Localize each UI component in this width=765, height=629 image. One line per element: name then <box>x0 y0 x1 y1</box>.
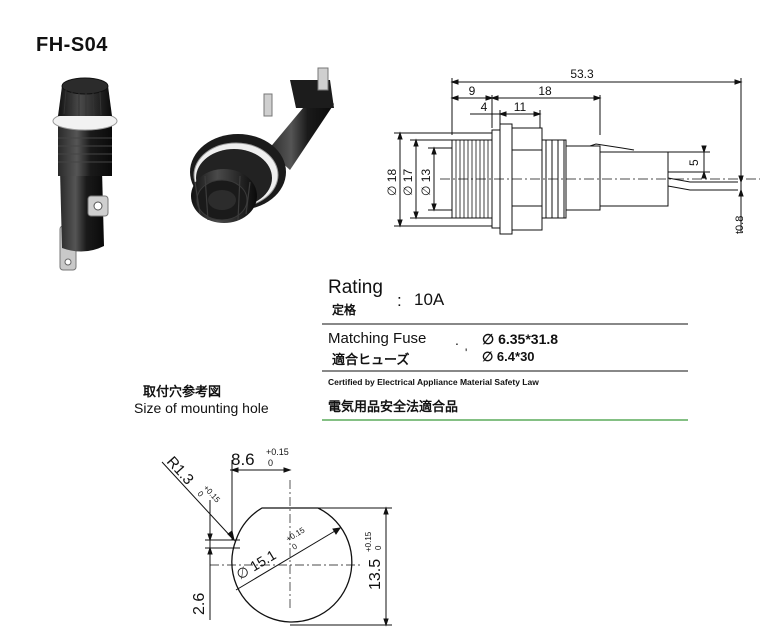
dim-4-label: 4 <box>481 100 488 114</box>
matching-fuse-sep2: ' <box>465 346 468 360</box>
rating-label: Rating <box>328 277 383 298</box>
hole-dim-86-label: 8.6 <box>231 450 255 469</box>
matching-fuse-label-jp: 適合ヒューズ <box>332 352 410 367</box>
dim-phi18-label: ∅ 18 <box>385 169 399 196</box>
dim-overall-label: 53.3 <box>570 67 594 81</box>
mounting-hole-drawing <box>161 460 392 627</box>
hole-dim-r13-label: R1.3 <box>163 453 197 488</box>
hole-dim-86-tol-low: 0 <box>268 458 273 468</box>
dim-5-label: 5 <box>687 159 701 166</box>
side-dimension-drawing <box>394 78 760 235</box>
mounting-hole-label: Size of mounting hole <box>134 400 269 416</box>
mounting-hole-label-jp: 取付穴参考図 <box>143 384 222 399</box>
hole-dim-86-tol-up: +0.15 <box>266 447 289 457</box>
matching-fuse-sep1: . <box>455 332 459 348</box>
hole-dim-135-label: 13.5 <box>367 559 384 590</box>
fuse-holder-photo-angled <box>190 67 334 223</box>
page-title: FH-S04 <box>36 34 108 56</box>
hole-dim-r13-tol-low: 0 <box>196 489 206 499</box>
certification-text: Certified by Electrical Appliance Materi… <box>328 377 539 387</box>
certification-text-jp: 電気用品安全法適合品 <box>328 399 459 414</box>
rating-label-jp: 定格 <box>332 303 357 317</box>
matching-fuse-value-2: ∅ 6.4*30 <box>482 349 535 364</box>
matching-fuse-value-1: ∅ 6.35*31.8 <box>482 331 559 347</box>
dim-18-label: 18 <box>538 84 552 98</box>
dim-t08-label: t0.8 <box>734 216 746 234</box>
dim-phi17-label: ∅ 17 <box>401 169 415 196</box>
hole-dim-135-tol-up: +0.15 <box>364 531 373 552</box>
rating-colon: : <box>397 291 402 310</box>
matching-fuse-label: Matching Fuse <box>328 330 427 347</box>
dim-phi13-label: ∅ 13 <box>419 169 433 196</box>
rating-value: 10A <box>414 290 445 309</box>
dim-9-label: 9 <box>469 84 476 98</box>
fuse-holder-photo-front <box>52 77 118 271</box>
dim-11-label: 11 <box>514 100 527 114</box>
hole-dim-151-tol-low: 0 <box>290 541 299 551</box>
hole-dim-135-tol-low: 0 <box>374 545 383 550</box>
hole-dim-26-label: 2.6 <box>191 593 208 615</box>
hole-dim-r13-tol-up: +0.15 <box>202 483 223 504</box>
